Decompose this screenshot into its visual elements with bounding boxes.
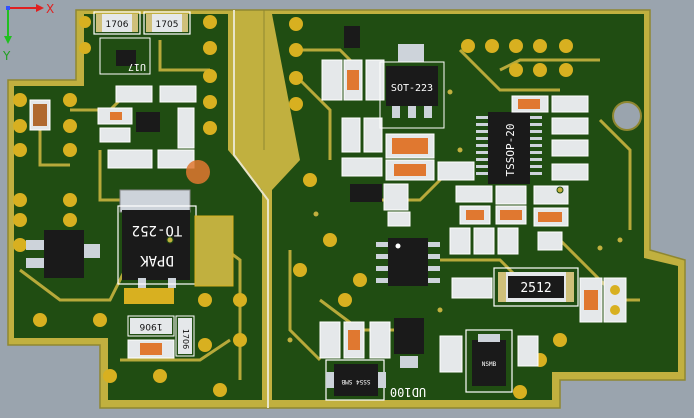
highlighted-pad[interactable] [186, 160, 210, 184]
smd-cluster-bottom [319, 318, 539, 373]
vias [166, 88, 624, 344]
resistor-1906[interactable]: 1906 [127, 315, 175, 337]
axis-y-label: Y [2, 49, 11, 63]
resistor-2512[interactable]: 2512 [493, 267, 579, 307]
board-slot-left [233, 10, 269, 408]
label-tssop20: TSSOP-20 [504, 124, 517, 177]
capacitor-orange-fill [140, 343, 162, 355]
ic-left[interactable] [26, 230, 100, 278]
connector-pads-left [13, 93, 107, 327]
label-dpak: DPAK [140, 252, 174, 268]
mosfet-bottom[interactable]: NSMB [465, 329, 513, 393]
label-1706-bottom: 1706 [181, 329, 190, 349]
label-2512: 2512 [520, 281, 551, 296]
label-u17: U17 [128, 61, 146, 72]
capacitors-right [579, 277, 627, 323]
axis-gizmo: X Y [2, 2, 54, 63]
smd-cluster-center [321, 26, 475, 227]
smd-cluster-left [29, 85, 197, 169]
label-ud100: UD100 [390, 385, 426, 399]
dpak-thermal-pad [194, 215, 234, 287]
header-pads-top-right [461, 39, 573, 77]
diode-smb[interactable]: SS54 SMB [325, 359, 386, 401]
label-1706: 1706 [106, 20, 129, 30]
label-1705: 1705 [156, 20, 179, 30]
regulator-sot223[interactable]: SOT-223 [379, 44, 445, 129]
pad-column-center [289, 17, 367, 307]
ic-tssop20[interactable]: TSSOP-20 [476, 112, 542, 184]
ic-u17[interactable]: U17 [99, 37, 151, 75]
label-sot223: SOT-223 [391, 83, 433, 94]
pads-bottom [103, 293, 567, 399]
label-to252: TO-252 [132, 222, 183, 238]
resistor-1706-bottom[interactable]: 1706 [175, 315, 195, 357]
ic-so8[interactable] [376, 238, 440, 286]
pad-row-top-left [79, 15, 217, 135]
resistor-1705[interactable]: 1705 [143, 11, 191, 35]
dpak-pad-small [124, 288, 174, 304]
label-mosfet: NSMB [482, 361, 497, 368]
resistor-1706-top[interactable]: 1706 [93, 11, 141, 35]
regulator-dpak[interactable]: DPAK TO-252 [117, 189, 197, 288]
label-smb: SS54 SMB [341, 378, 370, 385]
mounting-hole [612, 101, 642, 131]
axis-x-label: X [46, 2, 54, 16]
label-1906: 1906 [139, 321, 162, 331]
